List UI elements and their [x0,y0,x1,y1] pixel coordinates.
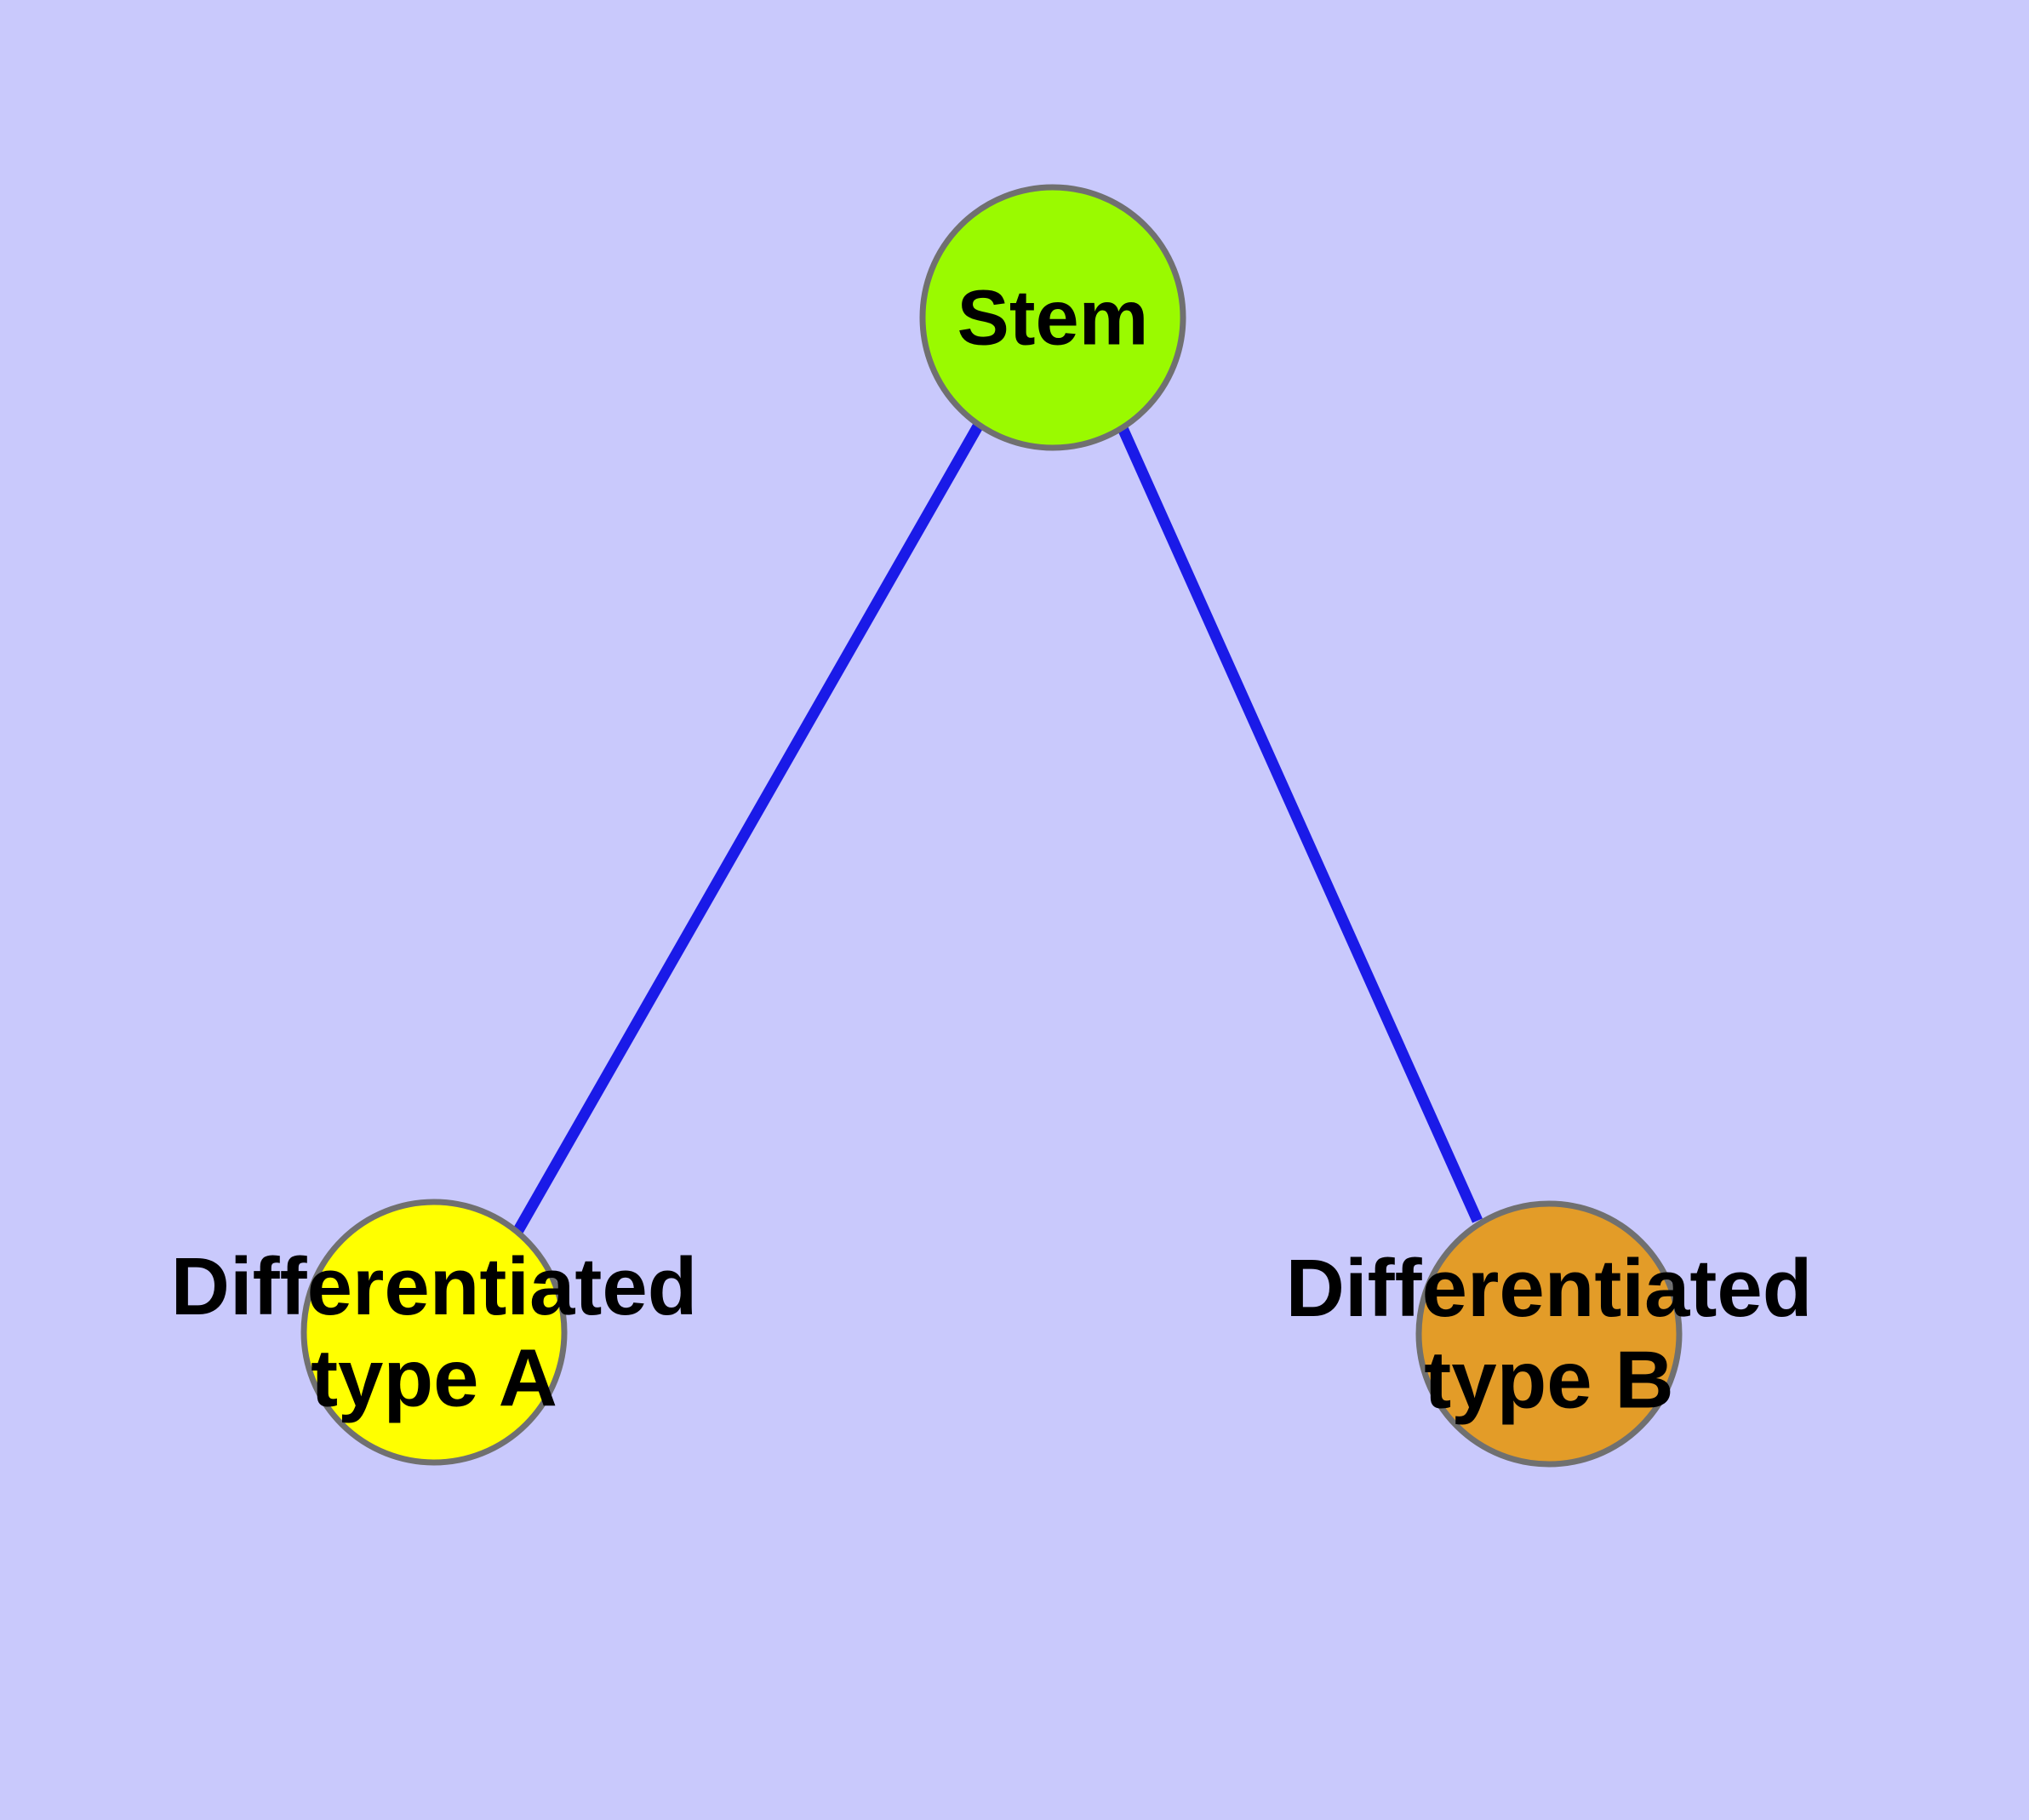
edges-layer [512,421,1483,1235]
node-differentiated-type-a[interactable] [300,1199,568,1466]
node-stem-circle[interactable] [919,184,1186,451]
node-differentiated-type-b-circle[interactable] [1415,1200,1683,1468]
nodes-layer [300,184,1683,1468]
edge-stem-to-differentiated-type-a [512,421,984,1235]
edge-stem-to-differentiated-type-b [1117,426,1483,1223]
node-stem[interactable] [919,184,1186,451]
node-differentiated-type-a-circle[interactable] [300,1199,568,1466]
node-differentiated-type-b[interactable] [1415,1200,1683,1468]
